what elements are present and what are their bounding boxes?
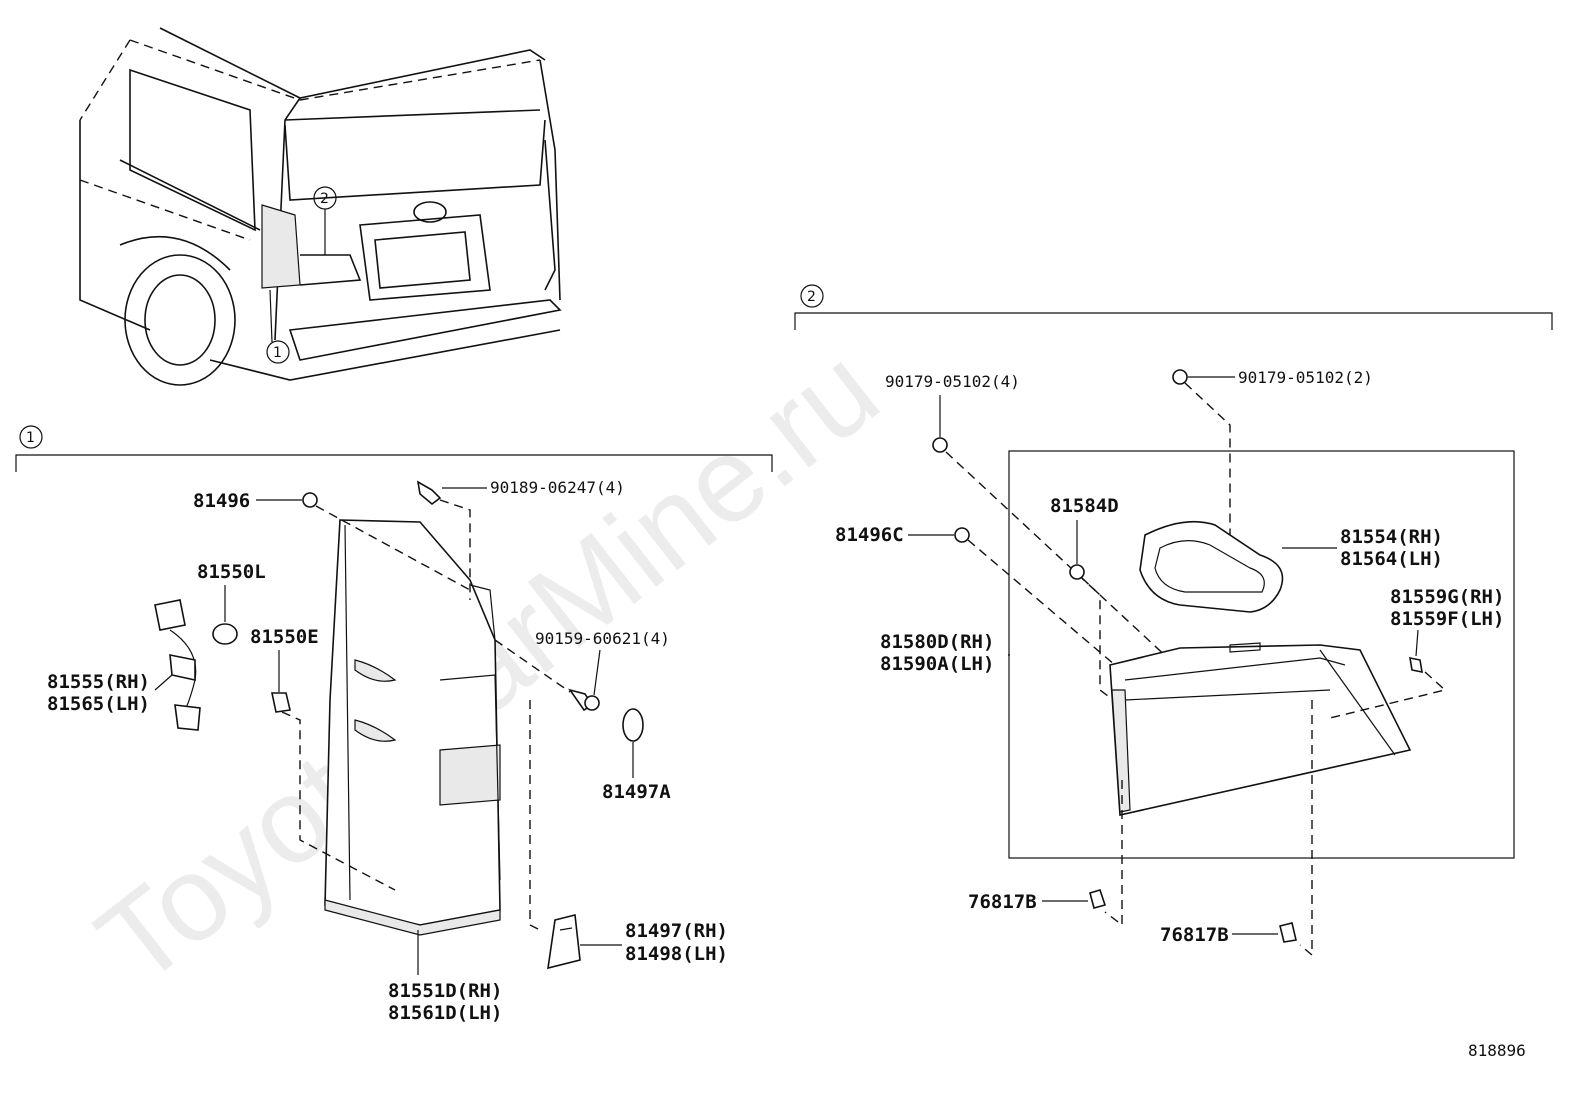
label-81559G: 81559G(RH) — [1390, 586, 1504, 608]
section-1-header: 1 — [15, 425, 773, 472]
label-90159-60621: 90159-60621(4) — [535, 629, 670, 648]
label-81496: 81496 — [193, 490, 250, 512]
label-81555: 81555(RH) — [47, 671, 150, 693]
rear-combination-lamp — [324, 519, 501, 936]
part-81496: 81496 — [193, 490, 471, 591]
label-81554: 81554(RH) — [1340, 526, 1443, 548]
svg-text:1: 1 — [273, 345, 282, 361]
part-81496C: 81496C — [835, 524, 1116, 666]
label-81565: 81565(LH) — [47, 693, 150, 715]
part-81550L: 81550L — [197, 561, 266, 645]
part-81497-bracket: 81497(RH) 81498(LH) — [547, 914, 728, 970]
label-81550L: 81550L — [197, 561, 266, 583]
section-2-header: 2 — [794, 284, 1553, 330]
label-81584D: 81584D — [1050, 495, 1119, 517]
label-81498: 81498(LH) — [625, 943, 728, 965]
svg-text:2: 2 — [807, 289, 816, 305]
part-76817B-b: 76817B — [1160, 700, 1313, 957]
label-81497: 81497(RH) — [625, 920, 728, 942]
label-90179-05102-b: 90179-05102(2) — [1238, 368, 1373, 387]
part-81551D-label: 81551D(RH) 81561D(LH) — [388, 930, 502, 1024]
part-81554-gasket: 81554(RH) 81564(LH) — [1139, 520, 1443, 613]
label-81497A: 81497A — [602, 781, 671, 803]
svg-text:2: 2 — [320, 191, 329, 207]
label-81580D: 81580D(RH) — [880, 631, 994, 653]
label-76817B-b: 76817B — [1160, 924, 1229, 946]
label-81564: 81564(LH) — [1340, 548, 1443, 570]
part-90189-06247: 90189-06247(4) — [416, 478, 625, 600]
part-90159-60621: 90159-60621(4) — [494, 629, 670, 931]
part-81559G: 81559G(RH) 81559F(LH) — [1329, 586, 1504, 719]
part-81580D-lamp: 81580D(RH) 81590A(LH) — [880, 631, 1412, 816]
part-76817B-a: 76817B — [968, 780, 1123, 927]
label-81559F: 81559F(LH) — [1390, 608, 1504, 630]
part-81550E: 81550E — [250, 626, 396, 891]
label-90179-05102-a: 90179-05102(4) — [885, 372, 1020, 391]
part-81497A: 81497A — [602, 708, 671, 803]
part-81555-wire-harness: 81555(RH) 81565(LH) — [47, 599, 201, 731]
label-76817B-a: 76817B — [968, 891, 1037, 913]
label-81561D: 81561D(LH) — [388, 1002, 502, 1024]
callout-1-vehicle: 1 — [266, 289, 290, 364]
svg-text:1: 1 — [26, 430, 35, 446]
label-81550E: 81550E — [250, 626, 319, 648]
label-90189-06247: 90189-06247(4) — [490, 478, 625, 497]
label-81496C: 81496C — [835, 524, 904, 546]
diagram-id: 818896 — [1468, 1041, 1526, 1060]
callout-2-vehicle: 2 — [313, 186, 337, 255]
label-81551D: 81551D(RH) — [388, 980, 502, 1002]
vehicle-rear-view — [79, 27, 562, 386]
label-81590A: 81590A(LH) — [880, 653, 994, 675]
part-90179-05102-a: 90179-05102(4) — [885, 372, 1171, 661]
